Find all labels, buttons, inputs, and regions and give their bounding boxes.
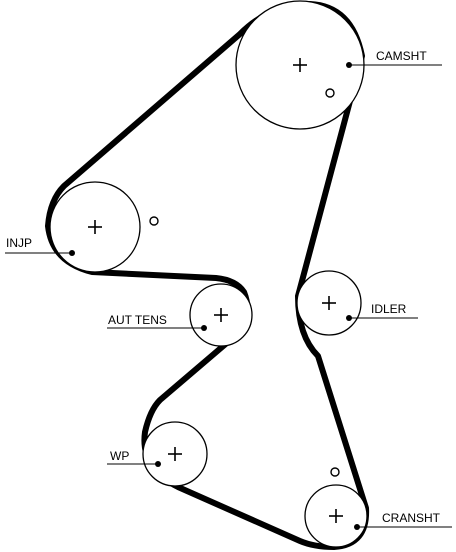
injection-pump-leader xyxy=(5,250,75,256)
idler-center-mark xyxy=(322,296,336,310)
injection-pump-label: INJP xyxy=(6,236,32,250)
camshaft-timing-mark xyxy=(325,88,335,98)
crankshaft-center-mark xyxy=(329,509,343,523)
idler-leader xyxy=(346,315,418,321)
auto-tensioner-center-mark xyxy=(214,308,228,322)
water-pump-label: WP xyxy=(110,449,129,463)
water-pump-center-mark xyxy=(168,447,182,461)
camshaft-leader xyxy=(346,62,442,68)
crankshaft-timing-mark xyxy=(330,467,340,477)
auto-tensioner-leader xyxy=(107,325,207,331)
crankshaft-label: CRANSHT xyxy=(382,511,441,525)
injection-pump-timing-mark xyxy=(149,216,159,226)
auto-tensioner-label: AUT TENS xyxy=(108,313,167,327)
idler-label: IDLER xyxy=(371,302,407,316)
camshaft-label: CAMSHT xyxy=(376,49,427,63)
crankshaft-leader xyxy=(354,524,452,530)
water-pump-leader xyxy=(107,461,161,467)
injection-pump-center-mark xyxy=(88,220,102,234)
camshaft-center-mark xyxy=(293,58,307,72)
